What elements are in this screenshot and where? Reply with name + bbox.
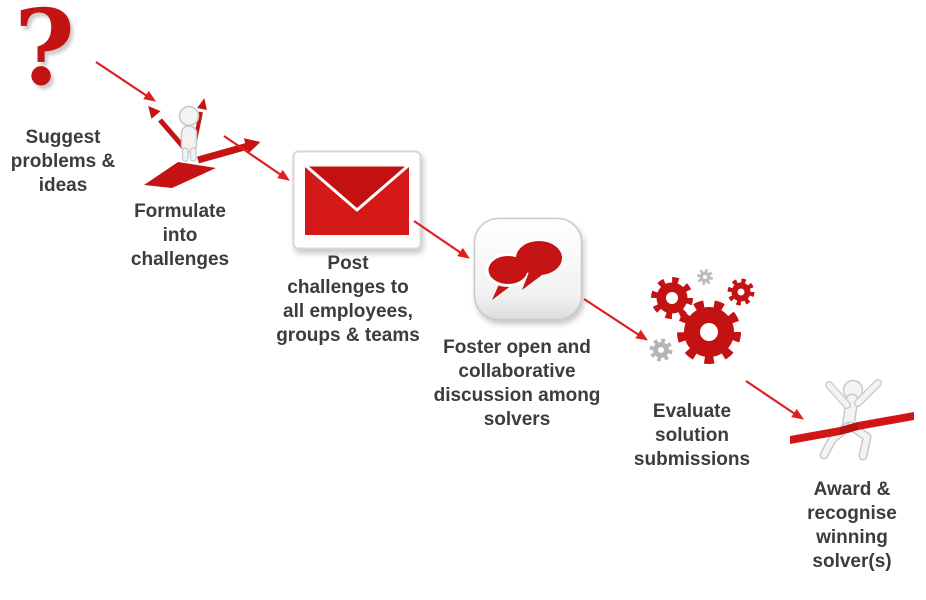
step-4-label: Foster open and collaborative discussion… bbox=[433, 337, 601, 430]
flow-arrow-4 bbox=[583, 298, 649, 341]
crossroads-figure-icon bbox=[144, 98, 261, 188]
envelope-icon bbox=[292, 150, 422, 250]
step-6-label: Award & recognise winning solver(s) bbox=[807, 479, 897, 572]
speech-bubbles-icon bbox=[473, 217, 583, 321]
question-mark-icon: ? bbox=[14, 0, 75, 109]
flow-arrow-1 bbox=[95, 61, 157, 102]
flow-arrow-5 bbox=[745, 380, 805, 420]
step-2-label: Formulate into challenges bbox=[130, 201, 230, 270]
step-3-label: Post challenges to all employees, groups… bbox=[276, 253, 420, 346]
flow-arrow-3 bbox=[413, 220, 470, 259]
step-5-label: Evaluate solution submissions bbox=[633, 401, 751, 470]
flow-arrow-2 bbox=[223, 135, 290, 181]
step-1-label: Suggest problems & ideas bbox=[10, 127, 116, 196]
gears-icon bbox=[649, 269, 755, 364]
winner-figure-icon bbox=[790, 379, 914, 461]
